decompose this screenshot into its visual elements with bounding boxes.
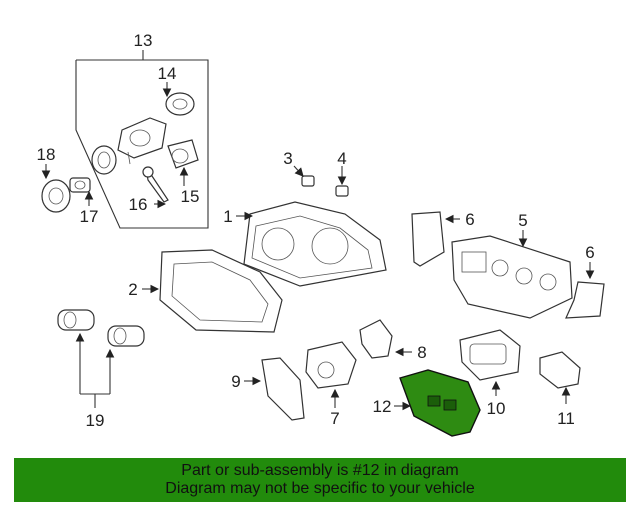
part-1-instrument-cluster[interactable]: [236, 201, 387, 287]
callout-10: 10: [487, 399, 506, 418]
callout-5: 5: [518, 211, 527, 230]
callout-11: 11: [557, 409, 575, 428]
callout-6-right: 6: [585, 243, 594, 262]
part-5-climate-panel[interactable]: [451, 230, 573, 319]
part-7-switch[interactable]: [305, 341, 357, 408]
part-3-clip[interactable]: [293, 165, 315, 187]
callout-1: 1: [223, 207, 232, 226]
part-6-bracket-right[interactable]: [565, 262, 605, 319]
callout-19: 19: [86, 411, 105, 430]
callout-14: 14: [158, 64, 177, 83]
callout-3: 3: [283, 149, 292, 168]
part-14-lock-cylinder[interactable]: [162, 82, 195, 116]
part-11-switch[interactable]: [539, 351, 581, 404]
group-13-outline: [75, 50, 209, 229]
callout-4: 4: [337, 149, 346, 168]
callout-9: 9: [231, 372, 240, 391]
part-15-switch[interactable]: [167, 139, 199, 186]
callout-12: 12: [373, 397, 392, 416]
banner-line-1: Part or sub-assembly is #12 in diagram: [181, 462, 459, 479]
part-17-knob[interactable]: [69, 177, 94, 206]
callout-13: 13: [134, 31, 153, 50]
part-ring: [91, 145, 117, 175]
part-6-bracket-left[interactable]: [411, 211, 460, 267]
banner-line-2: Diagram may not be specific to your vehi…: [165, 480, 475, 497]
callout-18: 18: [37, 145, 56, 164]
callout-17: 17: [80, 207, 99, 226]
callout-7: 7: [330, 409, 339, 428]
part-10-vent[interactable]: [459, 329, 521, 396]
parts-diagram: 13 14 18 15 17 16 3 4 1 6 5 6 2 8 9 7 12…: [37, 31, 605, 437]
callout-8: 8: [417, 343, 426, 362]
part-9-trim-panel[interactable]: [244, 357, 305, 421]
part-19-knobs[interactable]: [57, 309, 145, 408]
info-banner: Part or sub-assembly is #12 in diagram D…: [14, 458, 626, 502]
part-16-key[interactable]: [142, 166, 169, 209]
part-18-bezel[interactable]: [41, 164, 71, 213]
part-12-highlighted[interactable]: [394, 369, 481, 437]
callout-2: 2: [128, 280, 137, 299]
part-2-cluster-bezel[interactable]: [142, 249, 283, 333]
callout-6-left: 6: [465, 210, 474, 229]
part-lock-housing[interactable]: [117, 117, 167, 165]
callout-15: 15: [181, 187, 200, 206]
part-4-screw[interactable]: [335, 166, 349, 197]
callout-16: 16: [129, 195, 148, 214]
part-8-bracket[interactable]: [359, 319, 412, 359]
